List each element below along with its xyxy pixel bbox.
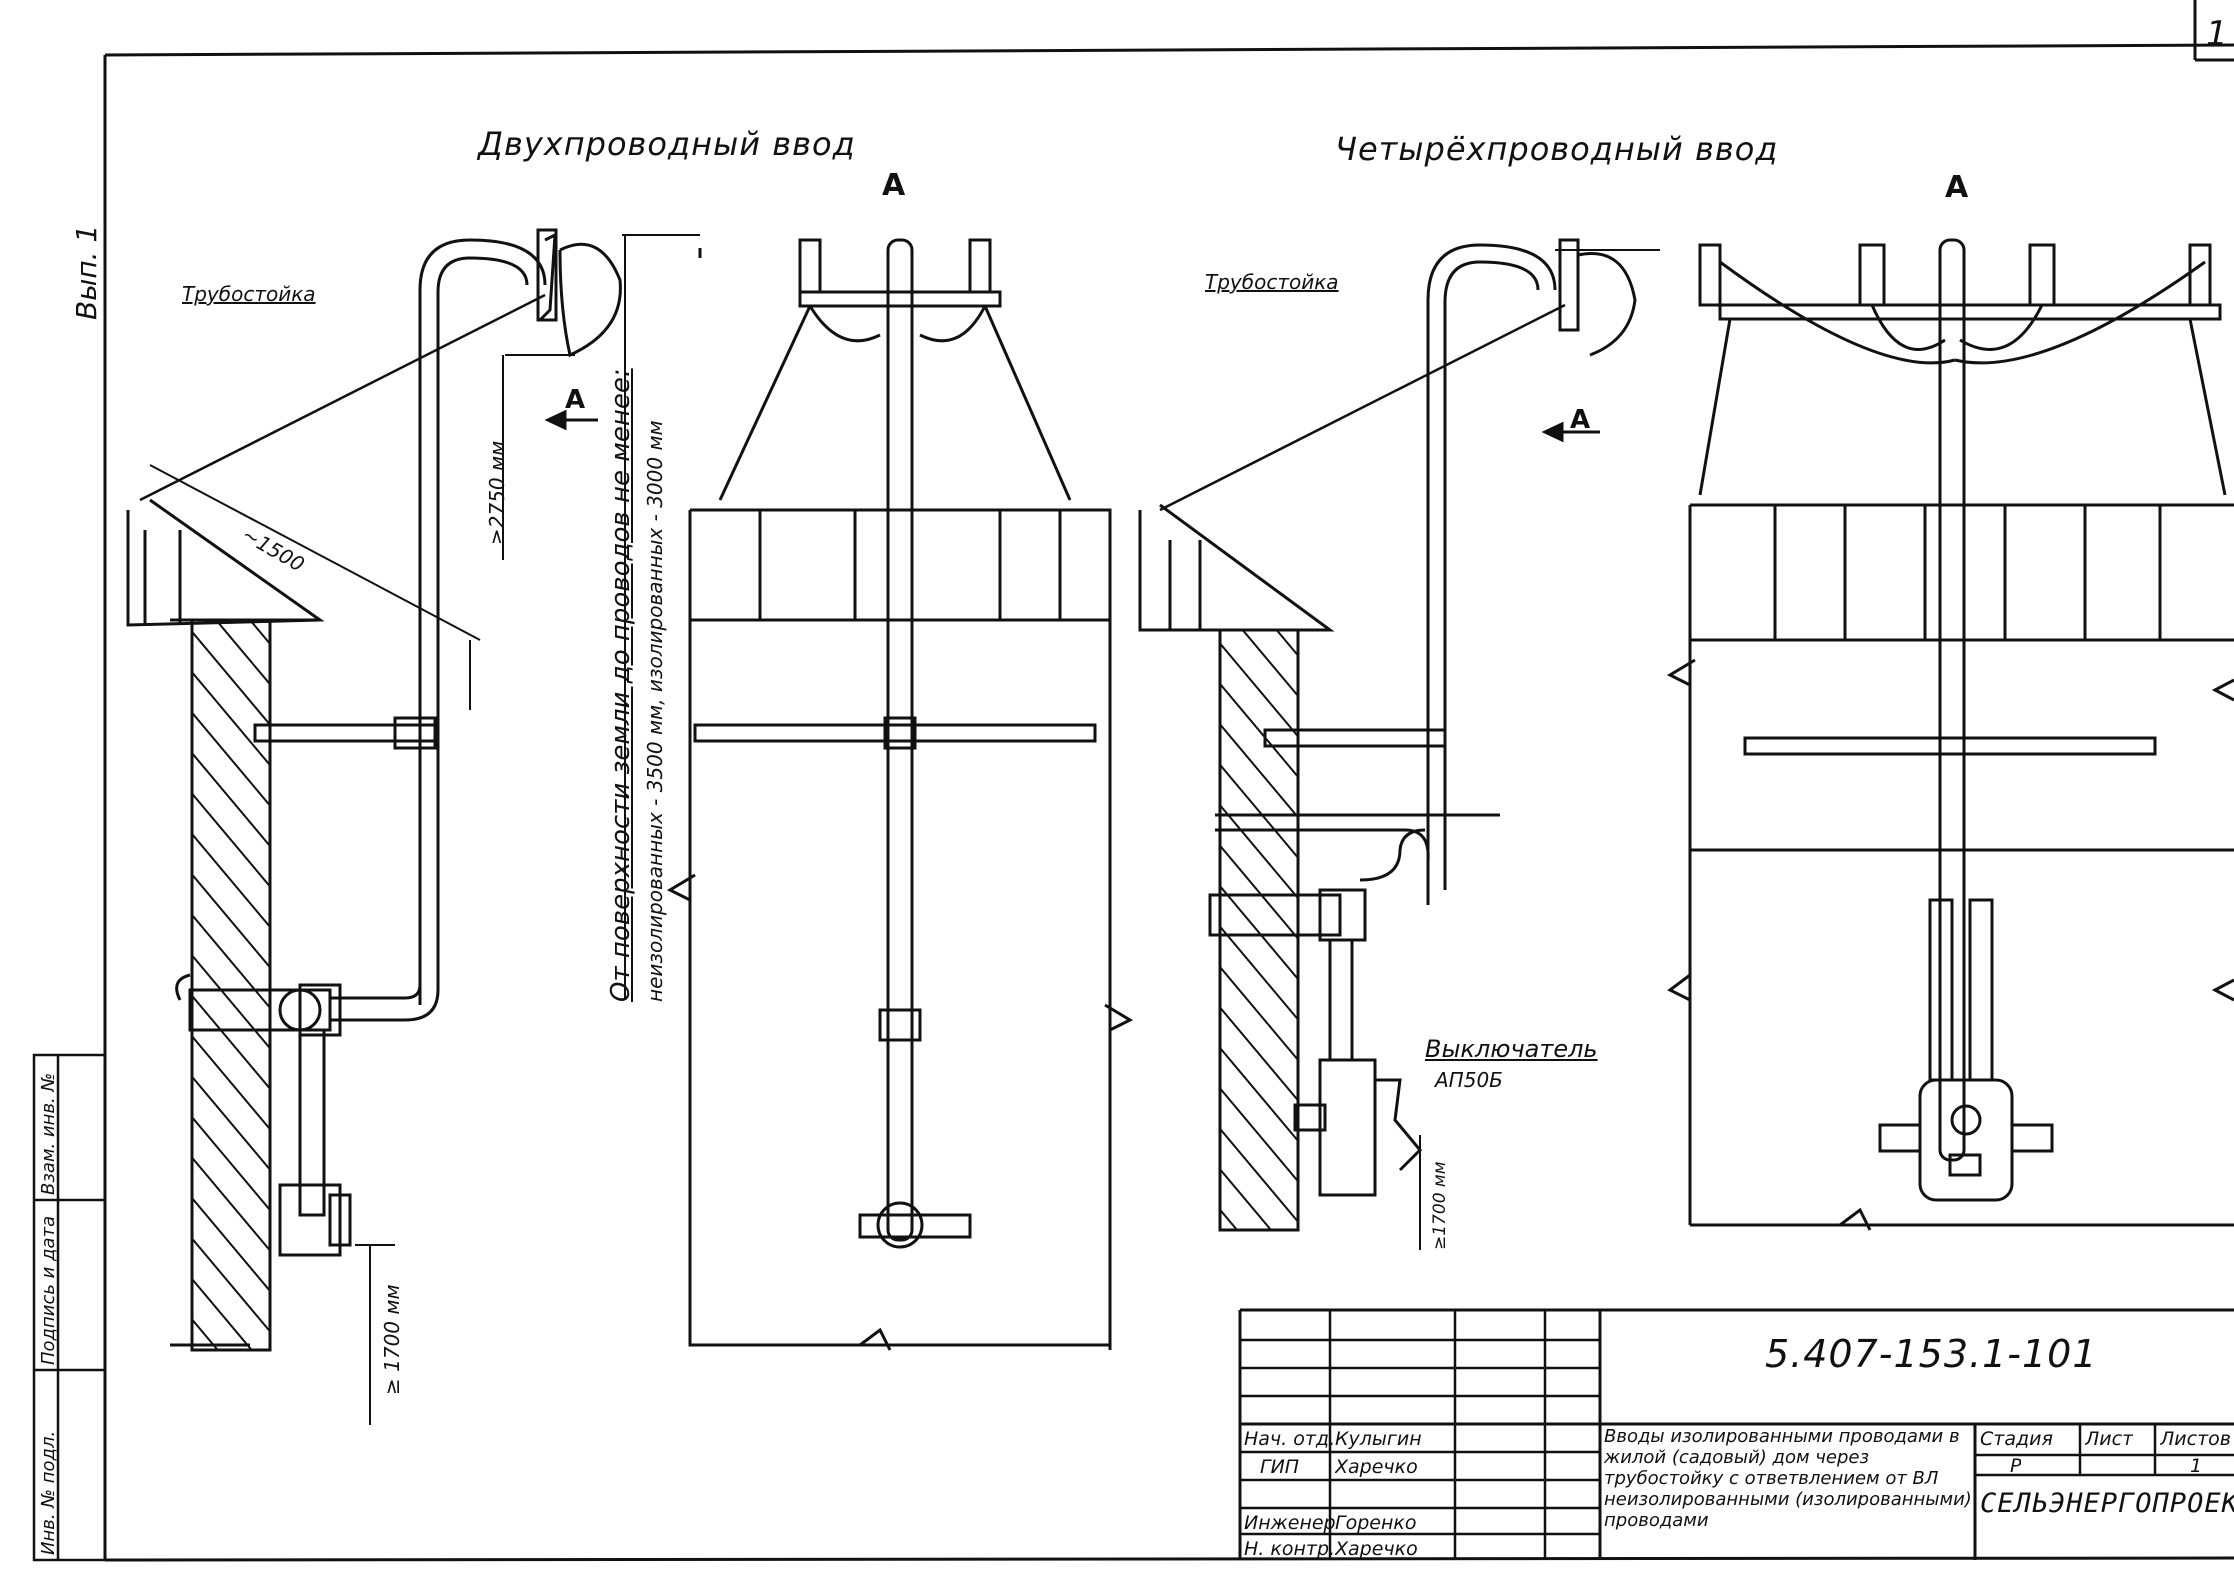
organization: СЕЛЬЭНЕРГОПРОЕКТ	[1980, 1488, 2234, 1519]
left-front-view	[666, 238, 1134, 1351]
clearance-note-line1: От поверхности земли до проводов не мене…	[606, 368, 636, 1002]
left-dim-bottom: ≥ 1700 мм	[380, 1284, 404, 1395]
role-3: Инженер	[1244, 1512, 1336, 1534]
name-4: Харечко	[1335, 1538, 1418, 1560]
doc-code: 5.407-153.1-101	[1765, 1332, 2098, 1376]
role-4: Н. контр.	[1244, 1538, 1336, 1560]
clearance-note-line2: неизолированных - 3500 мм, изолированных…	[643, 420, 667, 1002]
role-2: ГИП	[1260, 1456, 1300, 1478]
right-view-label: А	[1945, 170, 1969, 205]
left-view-label: А	[882, 168, 906, 203]
title-block-grid	[1238, 1308, 2234, 1560]
left-side-view	[126, 228, 702, 1425]
right-front-view	[1666, 238, 2234, 1231]
name-1: Кулыгин	[1335, 1428, 1422, 1450]
side-issue-label: Вып. 1	[70, 224, 103, 320]
sheets-header: Листов	[2160, 1428, 2231, 1450]
switch-model: АП50Б	[1435, 1068, 1503, 1092]
left-dim-top: ≥2750 мм	[485, 440, 509, 545]
side-stamp-replace: Взам. инв. №	[38, 1072, 59, 1195]
sheet-mark: 1	[2206, 14, 2228, 54]
doc-description: Вводы изолированными проводами в жилой (…	[1604, 1426, 1972, 1531]
left-pipe-label: Трубостойка	[182, 282, 316, 306]
right-section-title: Четырёхпроводный ввод	[1335, 130, 1779, 168]
left-section-title: Двухпроводный ввод	[478, 125, 856, 163]
sheet-header: Лист	[2085, 1428, 2134, 1450]
side-stamp-sign: Подпись и дата	[38, 1215, 59, 1365]
stage-value: Р	[2010, 1455, 2022, 1477]
title-block: 5.407-153.1-101 Нач. отд. Кулыгин ГИП Ха…	[1240, 1310, 2234, 1576]
sheets-value: 1	[2190, 1455, 2203, 1477]
side-stamp-box	[32, 1053, 107, 1562]
name-3: Горенко	[1335, 1512, 1417, 1534]
right-arrow-label: А	[1570, 405, 1591, 435]
name-2: Харечко	[1335, 1456, 1418, 1478]
side-stamp-inv: Инв. № подл.	[38, 1430, 59, 1555]
right-side-view	[1138, 238, 1660, 1250]
right-pipe-label: Трубостойка	[1205, 270, 1339, 294]
left-arrow-label: А	[565, 385, 586, 415]
right-dim-bottom: ≥1700 мм	[1430, 1161, 1450, 1250]
switch-label: Выключатель	[1425, 1035, 1598, 1063]
role-1: Нач. отд.	[1244, 1428, 1336, 1450]
stage-header: Стадия	[1980, 1428, 2053, 1450]
